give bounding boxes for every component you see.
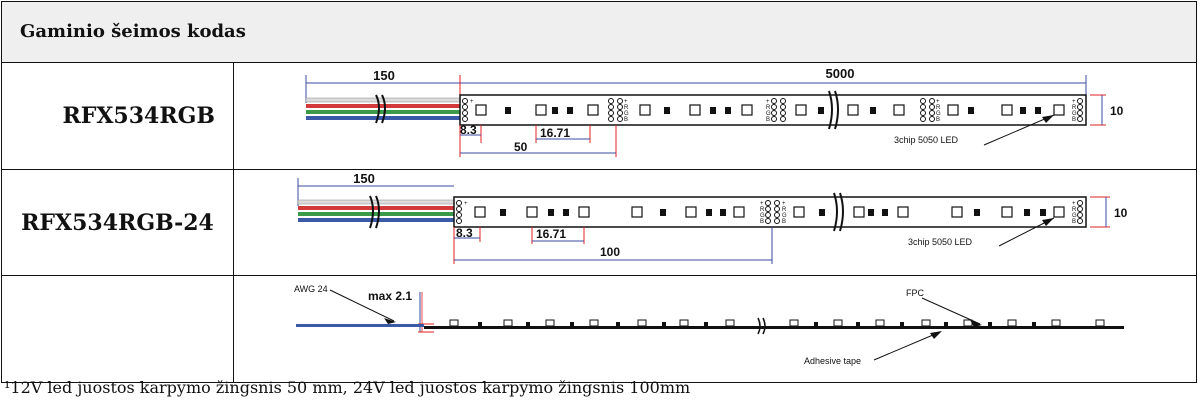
dim-first: 8.3 xyxy=(456,226,473,240)
svg-text:+: + xyxy=(464,201,468,207)
strip-diagram-cell: 150 5000 xyxy=(233,62,1197,170)
footnote: ¹12V led juostos karpymo žingsnis 50 mm,… xyxy=(4,378,691,397)
product-code xyxy=(1,275,234,383)
svg-text:G: G xyxy=(624,111,629,117)
led-label: 3chip 5050 LED xyxy=(908,237,973,247)
svg-text:R: R xyxy=(760,207,765,213)
svg-text:+: + xyxy=(782,201,786,207)
product-table: Gaminio šeimos kodas RFX534RGB 150 5000 xyxy=(1,1,1197,383)
svg-text:+: + xyxy=(624,99,628,105)
strip-side-view: AWG 24 max 2.1 xyxy=(294,284,1124,366)
table-header: Gaminio šeimos kodas xyxy=(1,1,1197,63)
table-row: RFX534RGB 150 5000 xyxy=(1,62,1197,170)
tape-label: Adhesive tape xyxy=(804,356,861,366)
dim-lead: 150 xyxy=(373,68,395,83)
svg-text:B: B xyxy=(1072,117,1076,123)
dim-cut: 100 xyxy=(600,245,620,259)
product-code: RFX534RGB xyxy=(1,62,234,170)
svg-text:B: B xyxy=(760,219,764,225)
dim-lead: 150 xyxy=(353,171,375,186)
dim-height: 10 xyxy=(1110,104,1124,118)
dim-pitch: 16.71 xyxy=(536,227,566,241)
svg-text:R: R xyxy=(1072,207,1077,213)
header-title: Gaminio šeimos kodas xyxy=(20,21,246,42)
product-code: RFX534RGB-24 xyxy=(1,169,234,276)
dim-first: 8.3 xyxy=(460,123,477,137)
table-row: RFX534RGB-24 150 xyxy=(1,169,1197,276)
led-label: 3chip 5050 LED xyxy=(894,135,959,145)
svg-text:+: + xyxy=(470,99,474,105)
wire-label: AWG 24 xyxy=(294,284,328,294)
svg-text:R: R xyxy=(1072,105,1077,111)
dim-height: 10 xyxy=(1114,206,1128,220)
svg-text:+: + xyxy=(1072,201,1076,207)
svg-text:R: R xyxy=(624,105,629,111)
table-row: AWG 24 max 2.1 xyxy=(1,275,1197,383)
dim-pitch: 16.71 xyxy=(540,126,570,140)
svg-text:G: G xyxy=(936,111,941,117)
svg-text:+: + xyxy=(760,201,764,207)
side-view-cell: AWG 24 max 2.1 xyxy=(233,275,1197,383)
strip-diagram-24v: 150 + +RGB +RGB xyxy=(297,171,1128,264)
svg-text:+: + xyxy=(1072,99,1076,105)
svg-text:R: R xyxy=(766,105,771,111)
svg-text:G: G xyxy=(782,213,787,219)
svg-text:B: B xyxy=(936,117,940,123)
svg-text:R: R xyxy=(936,105,941,111)
fpc-label: FPC xyxy=(906,288,925,298)
svg-text:+: + xyxy=(766,99,770,105)
strip-diagram-12v: 150 5000 xyxy=(305,66,1124,157)
dim-cut: 50 xyxy=(514,140,528,154)
svg-text:B: B xyxy=(766,117,770,123)
svg-text:+: + xyxy=(936,99,940,105)
svg-text:G: G xyxy=(766,111,771,117)
svg-text:G: G xyxy=(1072,213,1077,219)
svg-text:B: B xyxy=(624,117,628,123)
svg-text:G: G xyxy=(760,213,765,219)
svg-text:R: R xyxy=(782,207,787,213)
svg-text:B: B xyxy=(1072,219,1076,225)
svg-text:B: B xyxy=(782,219,786,225)
svg-text:G: G xyxy=(1072,111,1077,117)
max-label: max 2.1 xyxy=(368,289,412,303)
dim-length: 5000 xyxy=(826,66,855,81)
